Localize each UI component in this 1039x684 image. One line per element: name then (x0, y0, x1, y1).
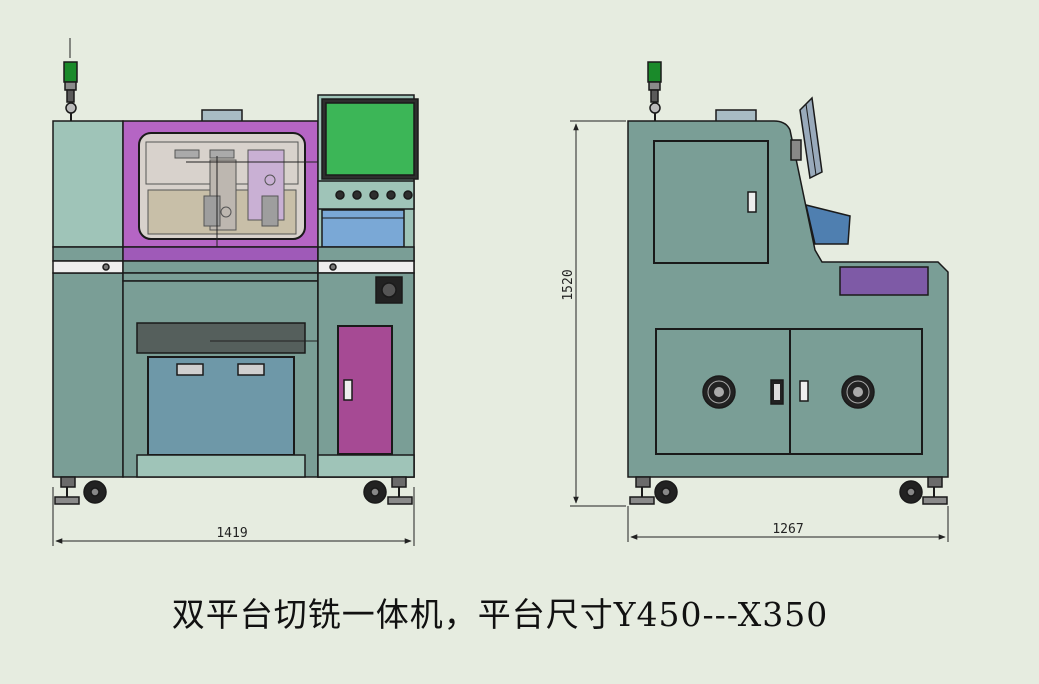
side-upper-door[interactable] (653, 140, 769, 264)
front-left-upper-panel (52, 120, 124, 248)
drawing-caption: 双平台切铣一体机，平台尺寸Y450---X350 (171, 595, 829, 634)
spindle-mechanism (145, 141, 318, 262)
front-width-dimension (52, 487, 415, 546)
side-keyboard-tray (804, 203, 851, 245)
side-height-dimension (570, 120, 626, 507)
side-lower-door-left[interactable] (655, 328, 791, 455)
side-casters (629, 476, 948, 505)
door-lock-icon[interactable] (343, 379, 353, 401)
control-buttons[interactable] (335, 190, 413, 200)
side-width-dimension (627, 506, 949, 542)
side-monitor (790, 96, 823, 180)
side-label-plate (839, 266, 929, 296)
front-casters (54, 476, 413, 505)
front-view (52, 38, 419, 505)
side-height-label: 1520 (561, 269, 576, 300)
fan-icon (702, 375, 875, 409)
side-view (627, 61, 949, 505)
front-width-label: 1419 (216, 526, 247, 541)
front-drawer[interactable] (147, 356, 295, 456)
drawer-handle-right[interactable] (237, 363, 265, 376)
side-width-label: 1267 (772, 522, 803, 537)
drawer-handle-left[interactable] (176, 363, 204, 376)
front-left-lower-panel (52, 272, 124, 478)
side-signal-light-icon (647, 61, 662, 121)
signal-light-icon (63, 38, 78, 121)
keyboard-tray[interactable] (321, 209, 405, 248)
